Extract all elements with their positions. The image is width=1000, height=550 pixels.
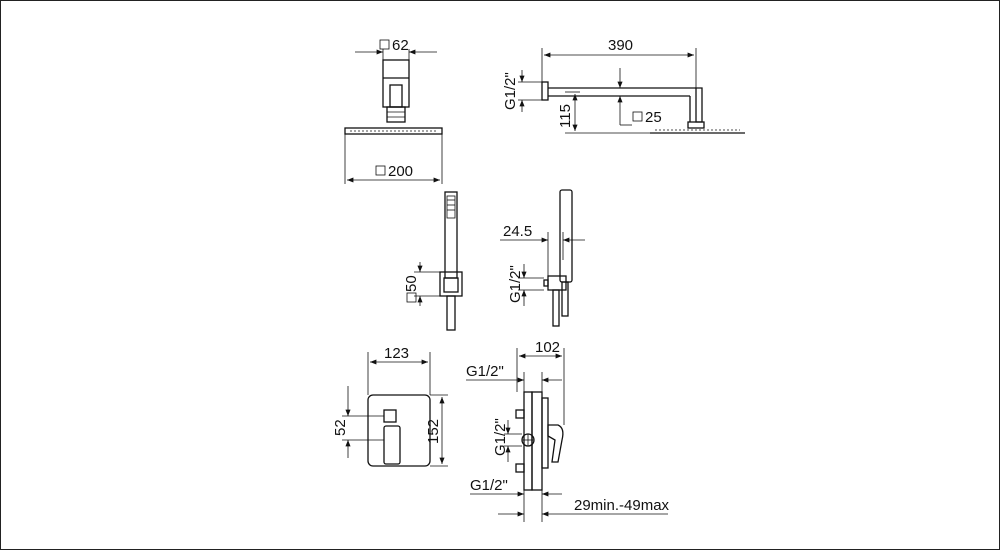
label-115: 115 bbox=[557, 104, 574, 128]
label-hand-thread: G1/2" bbox=[507, 265, 524, 303]
mixer-cover-plate bbox=[367, 394, 431, 467]
label-24-5: 24.5 bbox=[503, 223, 532, 240]
dim-24-5: 24.5 bbox=[500, 223, 585, 276]
label-thread-top: G1/2" bbox=[466, 363, 504, 380]
label-arm-thread: G1/2" bbox=[502, 72, 519, 110]
dim-25: 25 bbox=[617, 68, 662, 126]
dim-wall-range: 29min.-49max bbox=[498, 497, 670, 522]
dim-thread-top: G1/2" bbox=[466, 363, 562, 392]
mixer-body-side-view: 102 G1/2" G1/2" G1/2" bbox=[466, 339, 670, 522]
arm-square bbox=[382, 59, 410, 108]
dim-123: 123 bbox=[367, 345, 431, 395]
hand-shower-side-view: 24.5 G1/2" bbox=[500, 189, 585, 327]
label-390: 390 bbox=[608, 37, 633, 54]
mixer-lever bbox=[383, 425, 401, 465]
dim-200: 200 bbox=[344, 134, 443, 184]
hand-shower-front-view: 50 bbox=[403, 191, 463, 331]
label-50: 50 bbox=[403, 275, 420, 292]
label-102: 102 bbox=[535, 339, 560, 356]
wall-plate-edge bbox=[541, 397, 549, 469]
dim-62: 62 bbox=[355, 37, 437, 60]
label-wall-range: 29min.-49max bbox=[574, 497, 670, 514]
dim-arm-thread: G1/2" bbox=[502, 70, 542, 112]
dim-thread-side: G1/2" bbox=[492, 418, 522, 462]
dim-50: 50 bbox=[403, 262, 440, 306]
dim-115: 115 bbox=[557, 91, 650, 134]
label-52: 52 bbox=[332, 419, 349, 436]
label-62: 62 bbox=[392, 37, 409, 54]
head-plate bbox=[344, 127, 443, 135]
label-thread-side: G1/2" bbox=[492, 418, 509, 456]
arm-square-inner bbox=[389, 84, 403, 108]
label-200: 200 bbox=[388, 163, 413, 180]
label-152: 152 bbox=[425, 419, 442, 444]
shower-arm-side-view: 390 G1/2" 115 25 bbox=[502, 37, 745, 134]
label-25: 25 bbox=[645, 109, 662, 126]
diverter-knob bbox=[383, 409, 397, 423]
valve-lever-side bbox=[547, 424, 564, 463]
dim-thread-bottom: G1/2" bbox=[470, 477, 562, 500]
dim-hand-thread: G1/2" bbox=[507, 264, 544, 306]
dim-102: 102 bbox=[516, 339, 565, 425]
shower-head-front-view: 62 200 bbox=[344, 37, 443, 184]
label-thread-bottom: G1/2" bbox=[470, 477, 508, 494]
dim-152: 152 bbox=[425, 394, 448, 467]
mixer-plate-front-view: 123 152 52 bbox=[332, 345, 448, 467]
wall-flange bbox=[541, 81, 549, 101]
dim-390: 390 bbox=[541, 37, 697, 88]
dim-52: 52 bbox=[332, 386, 384, 458]
label-123: 123 bbox=[384, 345, 409, 362]
hand-shower-side bbox=[559, 189, 573, 283]
